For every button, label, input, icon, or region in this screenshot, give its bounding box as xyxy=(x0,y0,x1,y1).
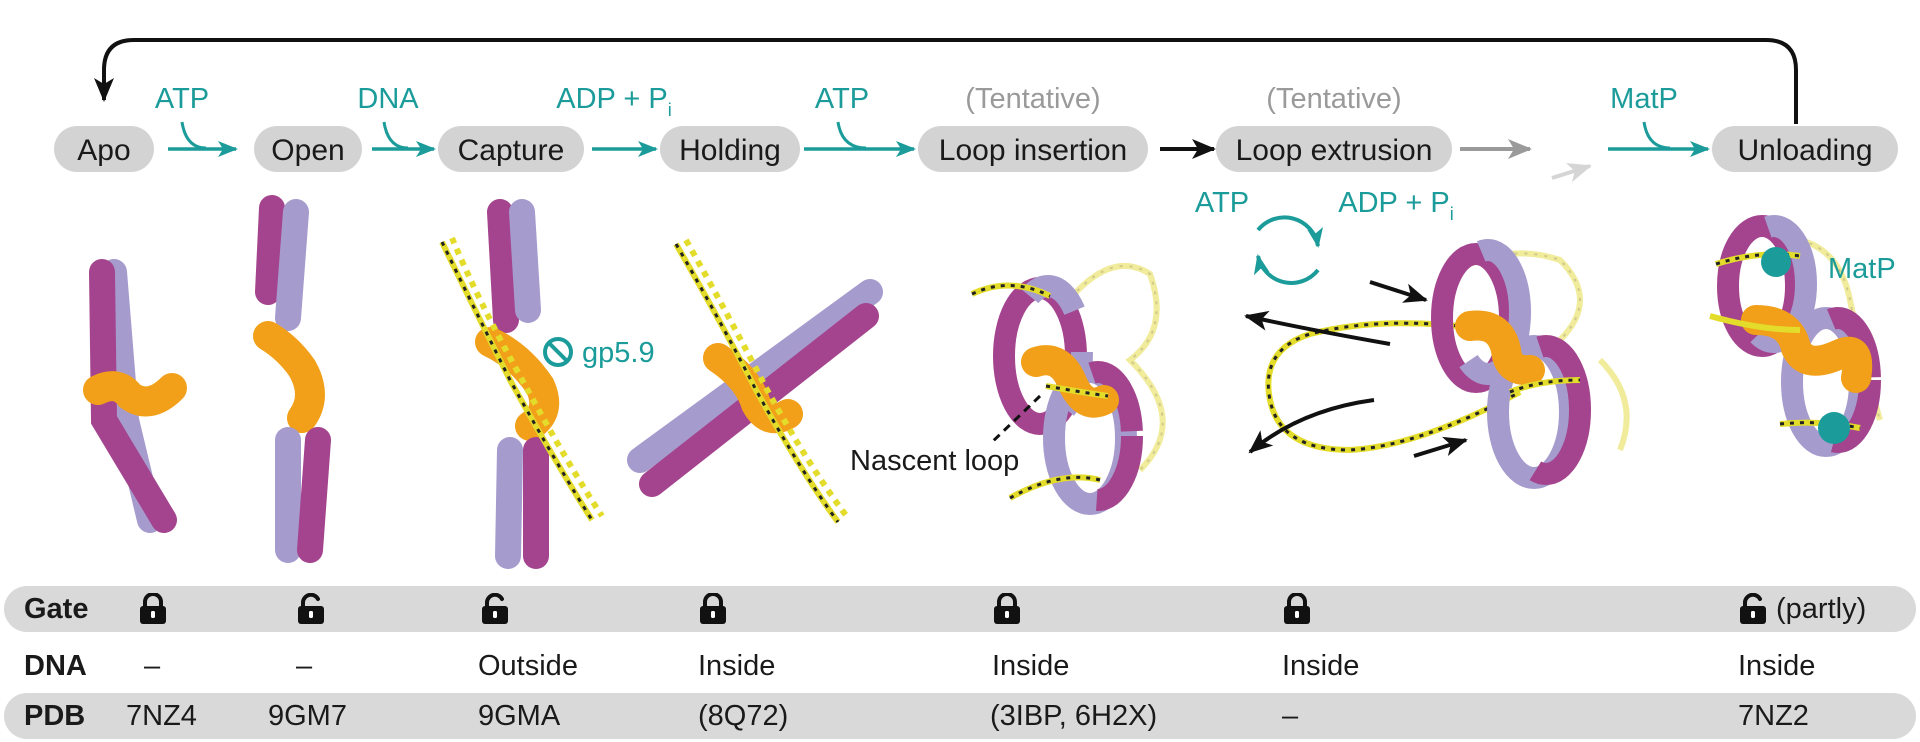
row-header: Gate xyxy=(24,593,89,625)
subscript: i xyxy=(1450,204,1454,224)
dna-cell: Outside xyxy=(478,650,578,682)
transition-holding-insertion: ATP xyxy=(804,83,916,157)
pdb-cell: – xyxy=(1282,700,1299,732)
dna-cell: Inside xyxy=(992,650,1070,682)
cycle-adp-label: ADP + P xyxy=(1338,187,1450,219)
pdb-cell: (3IBP, 6H2X) xyxy=(990,700,1158,732)
state-label: Apo xyxy=(77,134,130,167)
transition-to-unloading: MatP xyxy=(1608,83,1710,157)
dna-cell: Inside xyxy=(698,650,776,682)
unlocked-icon xyxy=(480,592,510,625)
locked-icon xyxy=(1282,592,1312,625)
state-apo: Apo xyxy=(54,126,154,172)
transition-label: MatP xyxy=(1610,83,1678,115)
pdb-cell: (8Q72) xyxy=(698,700,789,732)
pdb-cell: 7NZ2 xyxy=(1738,700,1809,732)
row-header: PDB xyxy=(24,700,86,732)
structure-capture: gp5.9 xyxy=(439,199,655,569)
pdb-cell: 9GM7 xyxy=(268,700,347,732)
pdb-row: PDB 7NZ4 9GM7 9GMA (8Q72) (3IBP, 6H2X) –… xyxy=(0,693,1920,739)
matp-label: MatP xyxy=(1828,253,1896,285)
inhibitor-label: gp5.9 xyxy=(582,337,655,369)
svg-text:ADP + Pi: ADP + Pi xyxy=(556,83,672,120)
state-holding: Holding xyxy=(660,126,800,172)
structure-loop-insertion: Nascent loop xyxy=(850,263,1166,515)
state-label: Unloading xyxy=(1737,134,1872,167)
structure-apo xyxy=(83,259,187,533)
svg-text:ADP + Pi: ADP + Pi xyxy=(1338,187,1454,224)
structure-holding xyxy=(627,238,883,524)
transition-label: DNA xyxy=(357,83,419,115)
state-loop-extrusion: Loop extrusion xyxy=(1216,126,1452,172)
unlocked-icon xyxy=(1738,592,1768,625)
state-label: Capture xyxy=(458,134,565,167)
transition-open-capture: DNA xyxy=(357,83,436,157)
pdb-cell: 9GMA xyxy=(478,700,561,732)
cycle-return-arrow xyxy=(94,38,1798,124)
state-label: Loop insertion xyxy=(939,134,1127,167)
transition-label: ATP xyxy=(155,83,209,115)
matp-protein-top xyxy=(1761,247,1791,277)
dna-cell: – xyxy=(296,650,313,682)
state-unloading: Unloading xyxy=(1712,126,1898,172)
arrow-light-gray xyxy=(1551,163,1592,183)
dna-cell: Inside xyxy=(1282,650,1360,682)
dna-row: DNA – – Outside Inside Inside Inside Ins… xyxy=(0,643,1920,689)
state-label: Open xyxy=(271,134,344,167)
locked-icon xyxy=(992,592,1022,625)
structure-open xyxy=(253,195,331,563)
transition-label: ADP + P xyxy=(556,83,668,115)
row-header: DNA xyxy=(24,650,87,682)
subscript: i xyxy=(668,100,672,120)
atp-cycle: ATP ADP + Pi xyxy=(1195,187,1454,285)
unlocked-icon xyxy=(296,592,326,625)
transition-capture-holding: ADP + Pi xyxy=(556,83,672,157)
locked-icon xyxy=(138,592,168,625)
cycle-atp-label: ATP xyxy=(1195,187,1249,219)
state-capture: Capture xyxy=(438,126,584,172)
structure-unloading: MatP xyxy=(1709,215,1896,457)
structure-loop-extrusion xyxy=(1244,239,1630,489)
pdb-cell: 7NZ4 xyxy=(126,700,197,732)
state-open: Open xyxy=(254,126,362,172)
dna-cell: Inside xyxy=(1738,650,1816,682)
tentative-label-insertion: (Tentative) xyxy=(965,83,1100,115)
transition-label: ATP xyxy=(815,83,869,115)
state-loop-insertion: Loop insertion xyxy=(918,126,1148,172)
state-label: Holding xyxy=(679,134,781,167)
transition-apo-open: ATP xyxy=(155,83,238,157)
gate-row: (partly) Gate xyxy=(0,586,1920,632)
gate-note: (partly) xyxy=(1776,593,1867,625)
matp-protein-bottom xyxy=(1818,412,1850,444)
locked-icon xyxy=(698,592,728,625)
tentative-label-extrusion: (Tentative) xyxy=(1266,83,1401,115)
dna-cell: – xyxy=(144,650,161,682)
nascent-loop-label: Nascent loop xyxy=(850,445,1019,477)
inhibitor-icon xyxy=(543,337,573,367)
state-label: Loop extrusion xyxy=(1236,134,1433,167)
